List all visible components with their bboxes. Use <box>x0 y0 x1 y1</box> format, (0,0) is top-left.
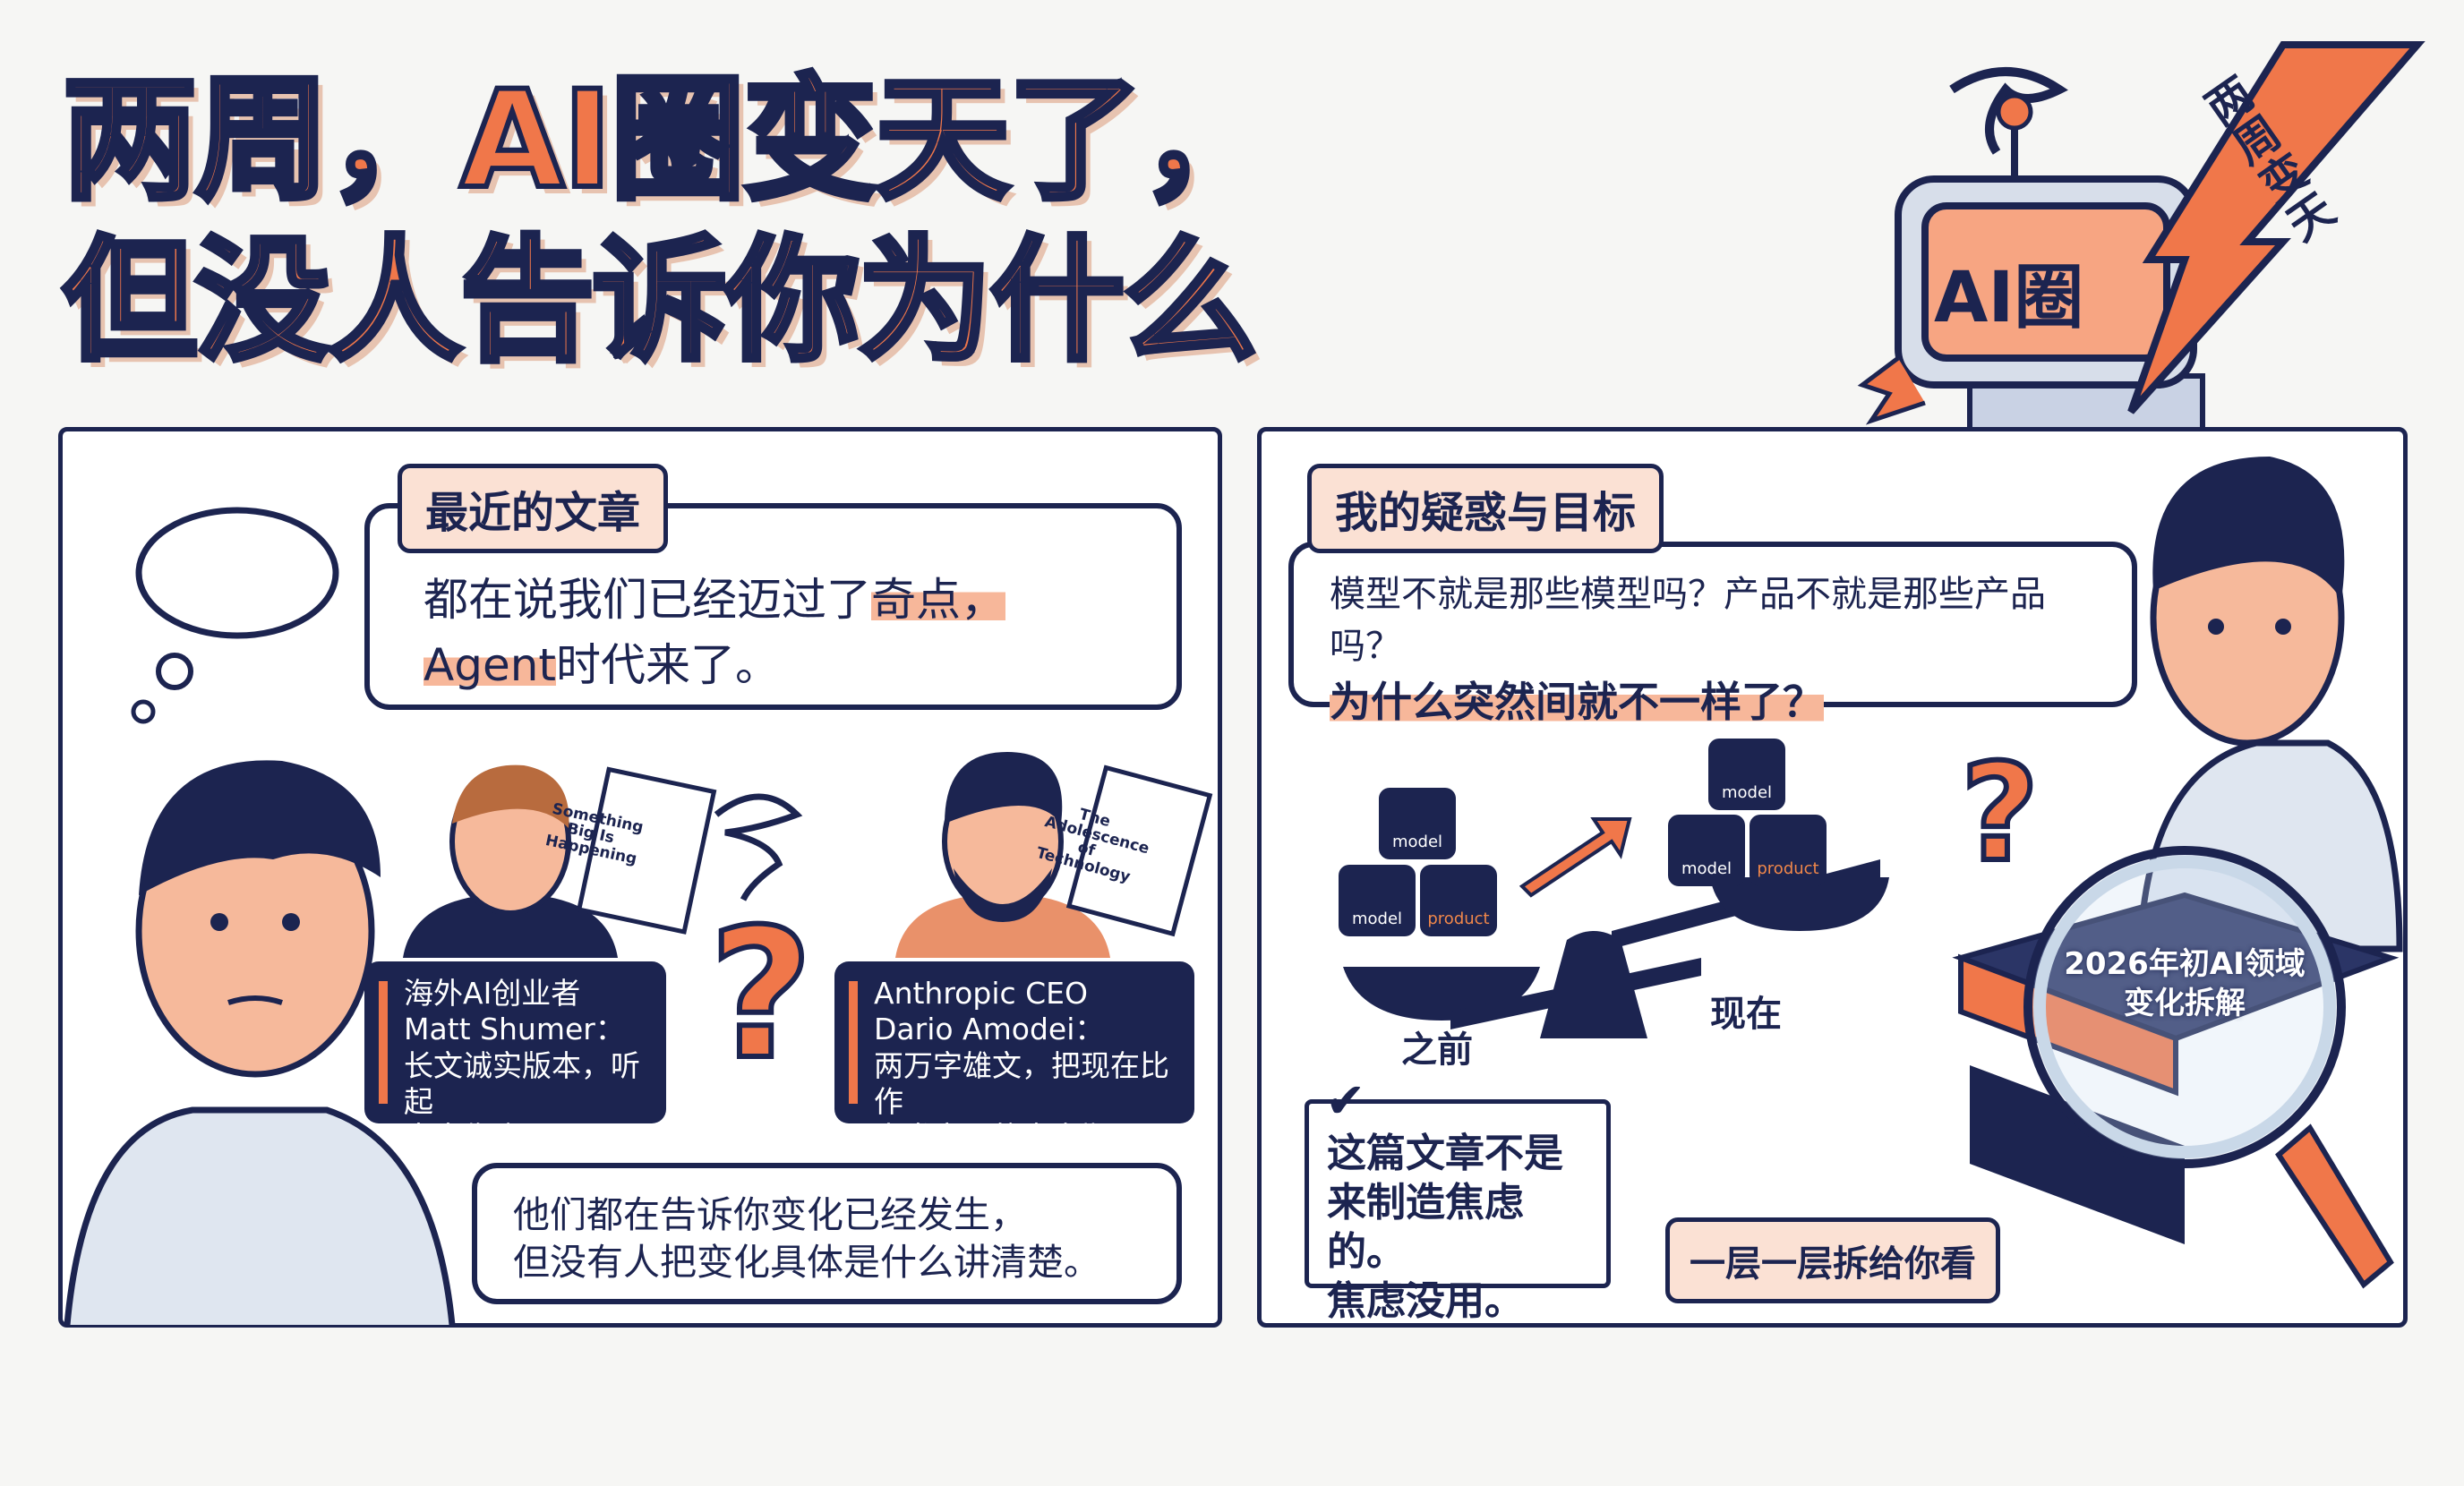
robot-illustration <box>1857 41 2426 432</box>
bubble-text-2: 时代来了。 <box>556 638 780 691</box>
document-icon <box>576 766 717 935</box>
block-model: model <box>1668 815 1745 886</box>
label-before: 之前 <box>1401 1029 1473 1071</box>
question-line-2: 为什么突然间就不一样了？ <box>1330 678 1824 726</box>
lens-icon <box>2023 846 2346 1168</box>
robot-badge: AI圈 两周变天 <box>1857 36 2435 432</box>
thinking-man-right <box>2136 457 2403 952</box>
thinking-man-left <box>64 507 456 1326</box>
checkmark-icon: ✔ <box>1325 1072 1366 1129</box>
svg-text:?: ? <box>709 891 813 1099</box>
document-icon <box>1065 764 1213 937</box>
right-speech-bubble: 模型不就是那些模型吗？产品不就是那些产品吗？ 为什么突然间就不一样了？ <box>1288 542 2137 726</box>
title-line-1: 两周，AI圈变天了， <box>60 63 1278 218</box>
bubble-text-1: 都在说我们已经迈过了 <box>424 574 871 626</box>
lightning-icon <box>2127 41 2426 414</box>
left-tag: 最近的文章 <box>398 464 669 553</box>
thought-cloud-icon <box>135 507 339 639</box>
question-line-1: 模型不就是那些模型吗？产品不就是那些产品吗？ <box>1330 574 2046 667</box>
magnifier-handle <box>2275 1123 2394 1289</box>
title-line-2: 但没人告诉你为什么 <box>60 224 1260 380</box>
magnifier-illustration <box>1952 846 2400 1289</box>
block-model: model <box>1379 788 1456 859</box>
right-tag: 我的疑惑与目标 <box>1307 464 1664 553</box>
people-illustrations <box>403 752 1213 958</box>
bubble-highlight-1: 奇点， <box>871 574 1005 626</box>
block-product: product <box>1420 865 1497 936</box>
question-mark-icon: ? <box>706 793 816 1102</box>
block-model: model <box>1708 739 1785 810</box>
bubble-highlight-2: Agent <box>424 638 556 691</box>
bottom-speech-bubble: 他们都在告诉你变化已经发生，但没有人把变化具体是什么讲清楚。 <box>472 1163 1182 1304</box>
arrow-icon <box>1519 817 1632 898</box>
cta-label: 一层一层拆给你看 <box>1665 1217 2000 1303</box>
block-product: product <box>1750 815 1827 886</box>
note-card: 这篇文章不是来制造焦虑的。焦虑没用。 <box>1305 1099 1611 1324</box>
robot-screen-text: AI圈 <box>1934 258 2084 338</box>
label-now: 现在 <box>1710 994 1782 1035</box>
block-model: model <box>1339 865 1416 936</box>
question-mark-icon: ? <box>1961 736 2039 892</box>
tornado-icon <box>1949 67 2068 155</box>
lens-text: 2026年初AI领域变化拆解 <box>2064 946 2306 1022</box>
